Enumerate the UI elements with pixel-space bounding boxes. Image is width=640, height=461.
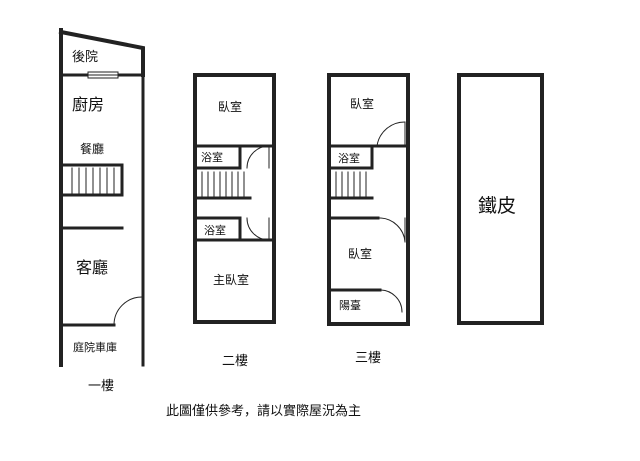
floor-3-plan	[327, 73, 410, 326]
room-bath-3f: 浴室	[338, 151, 360, 165]
floor-1-plan	[58, 28, 145, 367]
floor-2-caption: 二樓	[222, 354, 249, 369]
room-bedroom-3f-front: 臥室	[350, 96, 374, 111]
room-iron-roof: 鐵皮	[478, 195, 516, 217]
room-balcony: 陽臺	[339, 298, 361, 312]
floor-2-plan	[193, 73, 276, 324]
room-garage: 庭院車庫	[73, 340, 117, 354]
room-bath-2f-lower: 浴室	[204, 223, 226, 237]
room-bath-2f-upper: 浴室	[201, 150, 223, 164]
room-labels: 後院 廚房 餐廳 客廳 庭院車庫 臥室 浴室 浴室 主臥室 臥室 浴室 臥室 陽…	[72, 50, 516, 354]
floor-1-caption: 一樓	[88, 379, 115, 394]
floor-3-caption: 三樓	[355, 351, 382, 366]
room-backyard: 後院	[72, 50, 98, 65]
room-bedroom-3f-back: 臥室	[348, 246, 372, 261]
room-dining: 餐廳	[80, 141, 104, 156]
room-living: 客廳	[76, 258, 108, 277]
room-master-bedroom: 主臥室	[213, 272, 249, 287]
disclaimer-text: 此圖僅供參考，請以實際屋況為主	[166, 404, 362, 419]
room-kitchen: 廚房	[72, 95, 104, 114]
room-bedroom-2f: 臥室	[218, 99, 242, 114]
iron-roof-plan	[457, 73, 544, 325]
